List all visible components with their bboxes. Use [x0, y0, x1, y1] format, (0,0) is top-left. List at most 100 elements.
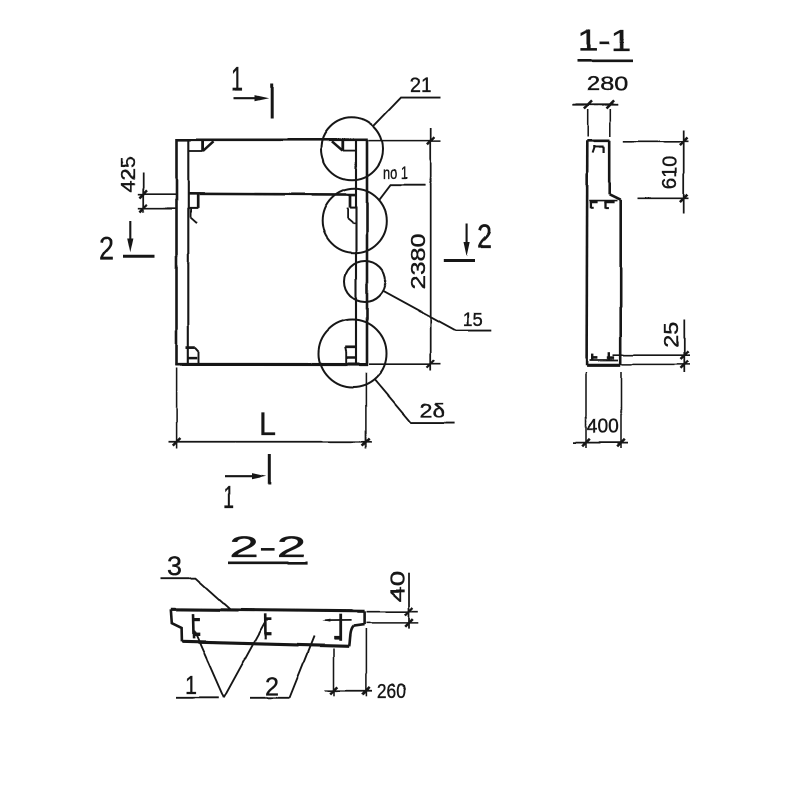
arrowhead [252, 472, 267, 479]
plan-view: 21 no 1 15 2δ 425 [99, 60, 492, 515]
profile-bottom-anchors [591, 352, 615, 360]
dim-400-label: 400 [587, 415, 619, 438]
dim-280: 280 [572, 73, 628, 137]
dim-tick-mark [616, 437, 626, 448]
callout-3-leader [160, 577, 232, 611]
dim-tick-mark [171, 437, 182, 447]
callout-no1-label: no 1 [383, 163, 408, 183]
section-1-1-title: 1-1 [578, 25, 632, 58]
dim-tick-mark [679, 193, 689, 203]
detail-stroke [190, 216, 198, 224]
dim-tick-mark [404, 607, 414, 617]
panel-rib-line [188, 192, 357, 196]
corner-detail-top-right [331, 140, 356, 152]
profile-left-edge [585, 140, 589, 365]
plan-panel-outline [175, 138, 369, 367]
section-2-2-view: 2-2 [160, 531, 419, 703]
profile-top-anchor [591, 144, 605, 153]
dim-L-label: L [259, 406, 276, 442]
section-mark-2-left-label: 2 [99, 230, 114, 268]
slab-anchor-middle [263, 613, 272, 640]
panel-outer-rect [175, 138, 369, 366]
dim-610-label: 610 [660, 156, 682, 189]
section-1-1-header: 1-1 [577, 24, 633, 62]
section-mark-1-bottom: 1 [223, 454, 271, 515]
dim-40-label: 40 [387, 571, 410, 602]
dim-tick-mark [426, 135, 436, 146]
detail-circle-bottom [317, 318, 388, 389]
detail-stroke [202, 140, 215, 152]
dim-610: 610 [623, 130, 689, 214]
callout-2-label: 2 [266, 671, 280, 701]
dim-2380: 2380 [368, 128, 441, 371]
detail-stroke [344, 347, 348, 353]
callout-3: 3 [160, 551, 232, 611]
dim-260-label: 260 [377, 681, 406, 703]
corner-detail-bottom-right [344, 345, 356, 364]
detail-circle-top [320, 116, 384, 181]
rib-detail-left [188, 194, 200, 224]
dim-425-label: 425 [119, 156, 140, 192]
callout-2b-label: 2δ [420, 400, 446, 422]
dim-tick-mark [679, 359, 689, 370]
section-1-1-view: 1-1 280 [572, 24, 690, 448]
dim-tick-mark [404, 618, 414, 628]
profile-step-anchors [589, 200, 615, 210]
dim-tick-mark [361, 437, 371, 447]
dim-tick-mark [426, 359, 436, 369]
dim-L: L [168, 368, 372, 449]
callout-21-leader [372, 96, 441, 127]
detail-stroke [194, 346, 200, 353]
callout-21-label: 21 [410, 74, 432, 97]
section-mark-2-left: 2 [99, 220, 155, 268]
slab-anchor-right [322, 614, 352, 641]
callout-1-leader-left [193, 630, 225, 699]
corner-detail-bottom-left [186, 346, 200, 364]
dim-tick-mark [605, 99, 615, 109]
detail-stroke [331, 140, 344, 152]
detail-circles [317, 116, 388, 389]
dim-tick-mark [679, 136, 689, 146]
section-mark-1-bottom-label: 1 [224, 479, 235, 515]
section-mark-2-right: 2 [443, 218, 492, 263]
callout-15: 15 [382, 289, 492, 332]
callout-1: 1 [176, 622, 266, 700]
dim-tick-mark [138, 203, 148, 213]
dim-tick-mark [679, 350, 689, 360]
section-mark-1-top-label: 1 [231, 61, 243, 99]
callout-21: 21 [372, 74, 441, 127]
detail-stroke [591, 145, 596, 153]
callout-15-leader [382, 289, 492, 332]
detail-circle-rib [321, 187, 388, 254]
slab-right-step [347, 625, 355, 647]
section-mark-2-right-label: 2 [477, 218, 492, 256]
callout-1-label: 1 [185, 670, 197, 700]
dim-280-label: 280 [586, 73, 628, 95]
callout-1-leader-right [222, 622, 266, 699]
callout-2: 2 [250, 635, 316, 701]
arrowhead [463, 242, 470, 257]
arrowhead [322, 619, 331, 623]
profile-step [609, 193, 622, 201]
dim-2380-label: 2380 [408, 234, 430, 290]
dim-40: 40 [366, 571, 419, 629]
dim-tick-mark [138, 189, 148, 199]
rib-detail-right [346, 194, 356, 224]
section-2-2-profile [169, 607, 366, 648]
callout-2b-leader [373, 379, 456, 424]
section-mark-1-top: 1 [231, 60, 274, 119]
callout-no1-leader [377, 183, 426, 201]
slab-bottom-edge [181, 640, 350, 648]
slab-top-edge [170, 607, 365, 613]
dim-tick-mark [581, 437, 591, 448]
dim-400: 400 [573, 371, 628, 448]
section-1-1-profile [585, 139, 623, 367]
callout-2b: 2δ [373, 379, 456, 424]
detail-circle-edge [343, 259, 387, 303]
dim-25: 25 [613, 319, 690, 373]
dim-tick-mark [583, 99, 593, 109]
dim-tick-mark [361, 686, 372, 696]
arrowhead [127, 238, 134, 253]
